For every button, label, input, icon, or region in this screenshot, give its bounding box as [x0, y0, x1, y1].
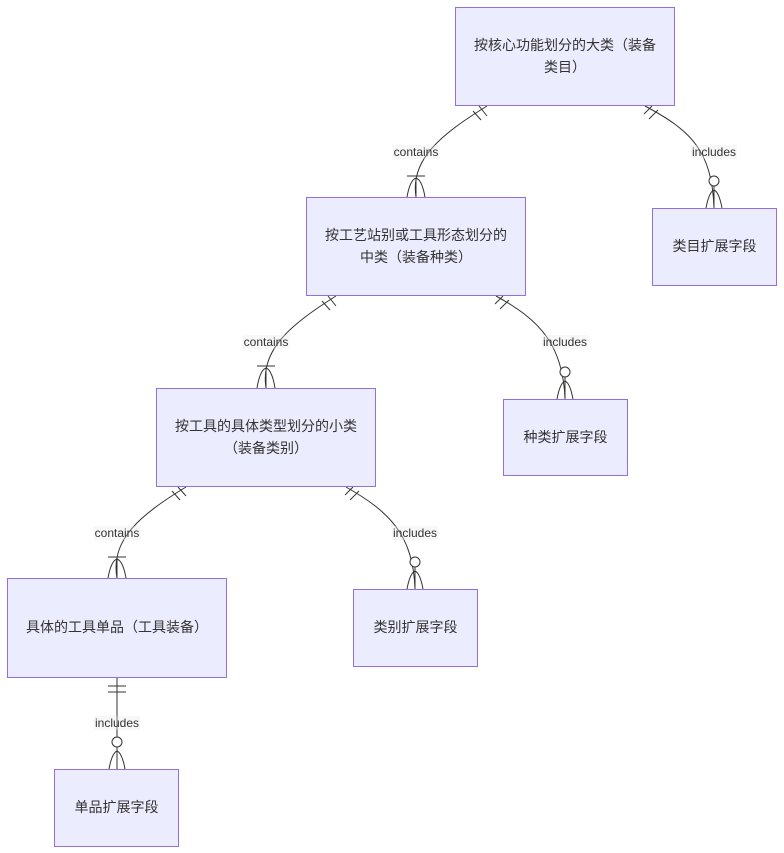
exactly-one-marker: [344, 486, 360, 501]
one-or-more-marker: [107, 556, 127, 579]
entity-tool-item[interactable]: 具体的工具单品（工具装备）: [7, 578, 227, 678]
entity-class-ext[interactable]: 类别扩展字段: [353, 589, 478, 667]
zero-or-more-marker: [556, 366, 574, 400]
exactly-one-marker: [494, 295, 510, 310]
relationship-label-includes: includes: [93, 716, 141, 730]
entity-middle-category[interactable]: 按工艺站别或工具形态划分的中类（装备种类）: [306, 197, 526, 296]
relationship-major-includes-category-ext: [643, 105, 723, 209]
entity-label: 具体的工具单品（工具装备）: [26, 620, 208, 636]
relationship-label-contains: contains: [242, 335, 290, 349]
relationship-line: [644, 105, 715, 209]
exactly-one-marker: [472, 105, 488, 121]
exactly-one-marker: [643, 105, 659, 120]
relationship-label-contains: contains: [392, 145, 440, 159]
entity-category-ext[interactable]: 类目扩展字段: [652, 208, 777, 286]
entity-label: 单品扩展字段: [74, 800, 159, 816]
relationship-middle-includes-kind-ext: [494, 295, 574, 400]
relationship-line: [264, 295, 337, 389]
entity-label: 类别扩展字段: [373, 620, 458, 636]
relationship-middle-contains-minor: [256, 295, 337, 389]
entity-minor-category[interactable]: 按工具的具体类型划分的小类（装备类别）: [156, 388, 376, 487]
entity-label: 按核心功能划分的大类（装备类目）: [474, 37, 656, 76]
zero-or-more-marker: [108, 736, 126, 770]
relationship-label-includes: includes: [541, 335, 589, 349]
relationship-line: [414, 105, 488, 198]
entity-label: 种类扩展字段: [523, 429, 608, 446]
relationship-label-includes: includes: [391, 526, 439, 540]
relationship-tool-item-includes-item-ext: [108, 678, 126, 770]
one-or-more-marker: [256, 365, 276, 389]
relationship-minor-includes-class-ext: [344, 486, 424, 590]
relationship-label-contains: contains: [93, 526, 141, 540]
relationship-major-contains-middle: [406, 105, 488, 198]
entity-label: 类目扩展字段: [672, 239, 757, 255]
zero-or-more-marker: [705, 175, 723, 209]
one-or-more-marker: [406, 175, 426, 198]
relationship-line: [115, 486, 187, 579]
entity-kind-ext[interactable]: 种类扩展字段: [503, 399, 628, 476]
zero-or-more-marker: [406, 556, 424, 590]
entity-item-ext[interactable]: 单品扩展字段: [54, 769, 179, 847]
entity-label: 按工艺站别或工具形态划分的中类（装备种类）: [325, 227, 507, 266]
entity-label: 按工具的具体类型划分的小类（装备类别）: [175, 418, 357, 457]
exactly-one-marker: [108, 685, 126, 693]
exactly-one-marker: [321, 295, 337, 311]
relationship-minor-contains-tool-item: [107, 486, 187, 579]
entity-major-category[interactable]: 按核心功能划分的大类（装备类目）: [455, 7, 675, 106]
exactly-one-marker: [171, 486, 187, 501]
relationship-label-includes: includes: [690, 145, 738, 159]
